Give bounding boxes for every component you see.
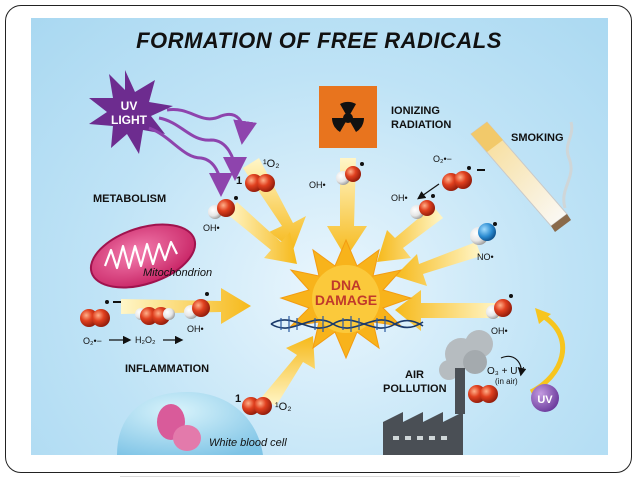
hydroxyl-inflammation-label: OH• — [187, 324, 204, 334]
inflammation-label: INFLAMMATION — [125, 363, 209, 375]
mitochondrion-icon — [89, 223, 197, 289]
singlet-oxygen-top-label: ¹O₂ — [263, 158, 280, 170]
white-blood-cell-label: White blood cell — [209, 437, 287, 449]
ionizing-radiation-label-line1: IONIZING — [391, 105, 440, 117]
superoxide-molecule-pollution — [468, 385, 498, 403]
uv-sun-label: UV — [537, 394, 553, 406]
smoking-label: SMOKING — [511, 132, 564, 144]
hydroxyl-smoking-label: OH• — [391, 193, 408, 203]
air-pollution-label-line2: POLLUTION — [383, 383, 447, 395]
hydroxyl-pollution-label: OH• — [491, 326, 508, 336]
hydroxyl-radiation-label: OH• — [309, 180, 326, 190]
superoxide-to-hydroxyl-arrow — [417, 183, 440, 200]
hydroxyl-molecule-smoking — [410, 194, 435, 219]
metabolism-label: METABOLISM — [93, 193, 166, 205]
radiation-icon — [319, 86, 377, 148]
ozone-note-label: (in air) — [495, 377, 518, 386]
ray-smoking — [377, 206, 443, 262]
peroxide-molecule — [135, 307, 175, 325]
diagram-title: FORMATION OF FREE RADICALS — [136, 28, 502, 53]
superoxide-molecule-inflammation — [80, 300, 121, 327]
uv-light-label-line2: LIGHT — [111, 113, 148, 127]
ray-pollution — [395, 290, 499, 331]
uv-light-label-line1: UV — [121, 99, 138, 113]
uv-sun-icon — [531, 384, 559, 412]
nitric-oxide-label: NO• — [477, 252, 494, 262]
ozone-formula-label: O₃ + UV — [487, 366, 524, 377]
dna-damage-line1: DNA — [331, 277, 361, 293]
singlet-oxygen-molecule-top — [245, 174, 275, 192]
singlet-oxygen-top-prefix: 1 — [236, 175, 242, 187]
ozone-cycle-arrow — [529, 313, 565, 395]
hydroxyl-uv-label: OH• — [203, 223, 220, 233]
ray-inflammation — [121, 288, 251, 324]
dna-damage-line2: DAMAGE — [315, 292, 377, 308]
hydroxyl-molecule-pollution — [486, 294, 513, 319]
peroxide-label: H₂O₂ — [135, 335, 156, 345]
nitric-oxide-molecule — [470, 222, 497, 245]
singlet-oxygen-molecule-bottom — [242, 397, 272, 415]
smoke-cloud — [439, 330, 493, 380]
mitochondrion-label: Mitochondrion — [143, 267, 212, 279]
uv-light-star-icon — [89, 70, 173, 154]
cigarette-icon — [470, 121, 574, 232]
factory-icon — [383, 368, 465, 455]
ray-radiation — [327, 158, 367, 258]
dna-core — [312, 265, 380, 333]
ray-singlet-oxygen-bottom — [261, 336, 315, 406]
uv-light-waves — [148, 107, 257, 197]
singlet-oxygen-bottom-label: ¹O₂ — [275, 401, 292, 413]
ionizing-radiation-label-line2: RADIATION — [391, 119, 451, 131]
ray-nitric-oxide — [395, 242, 481, 286]
singlet-oxygen-bottom-prefix: 1 — [235, 393, 241, 405]
white-blood-cell-icon — [117, 392, 263, 455]
ozone-curve-arrow — [500, 355, 527, 377]
diagram: FORMATION OF FREE RADICALS DNA DAMAGE — [31, 18, 608, 455]
hydroxyl-molecule-uv — [208, 196, 238, 219]
superoxide-smoking-label: O₂•− — [433, 154, 452, 164]
air-pollution-label-line1: AIR — [405, 369, 424, 381]
superoxide-inflammation-label: O₂•− — [83, 336, 102, 346]
ray-uv-hydroxyl — [227, 202, 297, 264]
damage-rays — [121, 158, 499, 406]
hydroxyl-molecule-radiation — [336, 162, 364, 185]
hydroxyl-molecule-inflammation — [184, 292, 210, 319]
dna-helix-icon — [270, 316, 424, 332]
superoxide-molecule-smoking — [442, 166, 485, 191]
slide-footer-line — [120, 476, 520, 477]
